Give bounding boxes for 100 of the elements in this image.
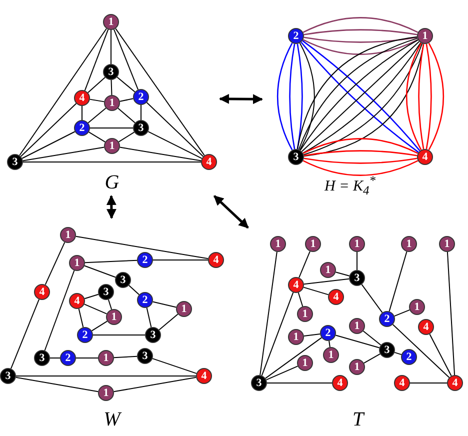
graph-edge <box>361 284 383 314</box>
vertex: 1 <box>69 255 85 271</box>
vertex: 3 <box>145 327 161 343</box>
vertex: 3 <box>349 270 365 286</box>
double-arrow <box>213 195 249 229</box>
graph-edge <box>328 340 330 348</box>
graph-edge <box>289 44 296 150</box>
graph-edge <box>84 294 99 300</box>
vertex: 4 <box>447 375 463 391</box>
graph-edge <box>429 334 452 376</box>
graph-edge <box>362 330 382 346</box>
vertex: 1 <box>104 95 120 111</box>
graph-edge <box>78 308 84 328</box>
vertex: 4 <box>196 368 212 384</box>
graph-label: W <box>104 408 120 432</box>
vertex: 1 <box>401 236 417 252</box>
graph-edge <box>89 98 105 102</box>
graph-edge <box>84 265 116 278</box>
vertex: 2 <box>74 120 90 136</box>
vertex: 3 <box>7 154 23 170</box>
graph-edge <box>335 334 380 348</box>
vertex: 4 <box>69 293 85 309</box>
graph-edge <box>44 270 75 351</box>
vertex: 4 <box>208 252 224 268</box>
graph-edge <box>91 320 108 332</box>
vertex: 1 <box>297 355 313 371</box>
vertex: 1 <box>305 236 321 252</box>
vertex: 4 <box>417 149 433 165</box>
graph-edge <box>303 278 350 285</box>
graph-edge <box>335 272 350 276</box>
graph-edge <box>428 42 444 150</box>
vertex: 1 <box>439 236 455 252</box>
graph-edge <box>87 76 106 94</box>
vertex: 1 <box>320 262 336 278</box>
graph-edge <box>296 44 303 150</box>
vertex: 1 <box>417 28 433 44</box>
vertex: 1 <box>323 347 339 363</box>
vertex: 1 <box>297 306 313 322</box>
vertex: 2 <box>60 350 76 366</box>
graph-edge <box>302 17 418 33</box>
graph-edge <box>302 160 418 176</box>
vertex: 4 <box>201 154 217 170</box>
graph-edge <box>394 352 402 356</box>
graph-edge <box>84 304 108 314</box>
vertex: 1 <box>349 236 365 252</box>
vertex: 1 <box>106 309 122 325</box>
vertex: 2 <box>288 28 304 44</box>
graph-edge <box>88 108 106 124</box>
vertex: 4 <box>34 284 50 300</box>
graph-edge <box>388 251 408 312</box>
double-arrow <box>106 195 116 219</box>
graph-edge <box>146 307 152 328</box>
graph-edge <box>363 353 381 364</box>
vertex: 4 <box>418 319 434 335</box>
graph-edge <box>303 286 329 296</box>
graph-edge <box>302 39 418 55</box>
graph-edge <box>15 376 99 392</box>
vertex: 4 <box>288 277 304 293</box>
vertex: 1 <box>104 138 120 154</box>
vertex: 3 <box>133 120 149 136</box>
graph-edge <box>44 242 66 286</box>
graph-edge <box>266 366 298 380</box>
vertex: 3 <box>115 272 131 288</box>
graph-edge <box>264 337 322 379</box>
vertex: 1 <box>349 359 365 375</box>
graph-edge <box>88 132 106 142</box>
graph-edge <box>110 30 112 64</box>
graph-label: G <box>104 172 120 194</box>
vertex: 1 <box>98 350 114 366</box>
vertex: 1 <box>288 329 304 345</box>
graph-edge <box>115 28 205 156</box>
graph-edge <box>276 42 293 150</box>
vertex: 2 <box>379 311 395 327</box>
graph-edge <box>392 324 450 378</box>
graph-edge <box>114 356 138 358</box>
vertex: 1 <box>270 236 286 252</box>
vertex: 4 <box>332 375 348 391</box>
vertex: 3 <box>103 64 119 80</box>
graph-edge <box>146 102 204 157</box>
vertex: 3 <box>0 368 16 384</box>
graph-edge <box>304 150 418 156</box>
graph-edge <box>302 138 418 154</box>
graph-edge <box>118 132 135 142</box>
graph-edge <box>426 44 432 150</box>
graph-edge <box>298 292 304 307</box>
vertex: 1 <box>349 318 365 334</box>
graph-edge <box>118 108 136 124</box>
vertex: 3 <box>98 284 114 300</box>
graph-edge <box>75 236 209 260</box>
vertex: 2 <box>401 349 417 365</box>
vertex: 3 <box>137 348 153 364</box>
graph-edge <box>148 131 202 159</box>
graph-edge <box>10 298 40 370</box>
vertex: 2 <box>320 325 336 341</box>
graph-label: T <box>352 408 364 432</box>
vertex: 4 <box>394 375 410 391</box>
graph-edge <box>119 98 134 102</box>
graph-edge <box>298 250 310 278</box>
graph-edge <box>418 44 424 150</box>
graph-edge <box>20 103 77 157</box>
